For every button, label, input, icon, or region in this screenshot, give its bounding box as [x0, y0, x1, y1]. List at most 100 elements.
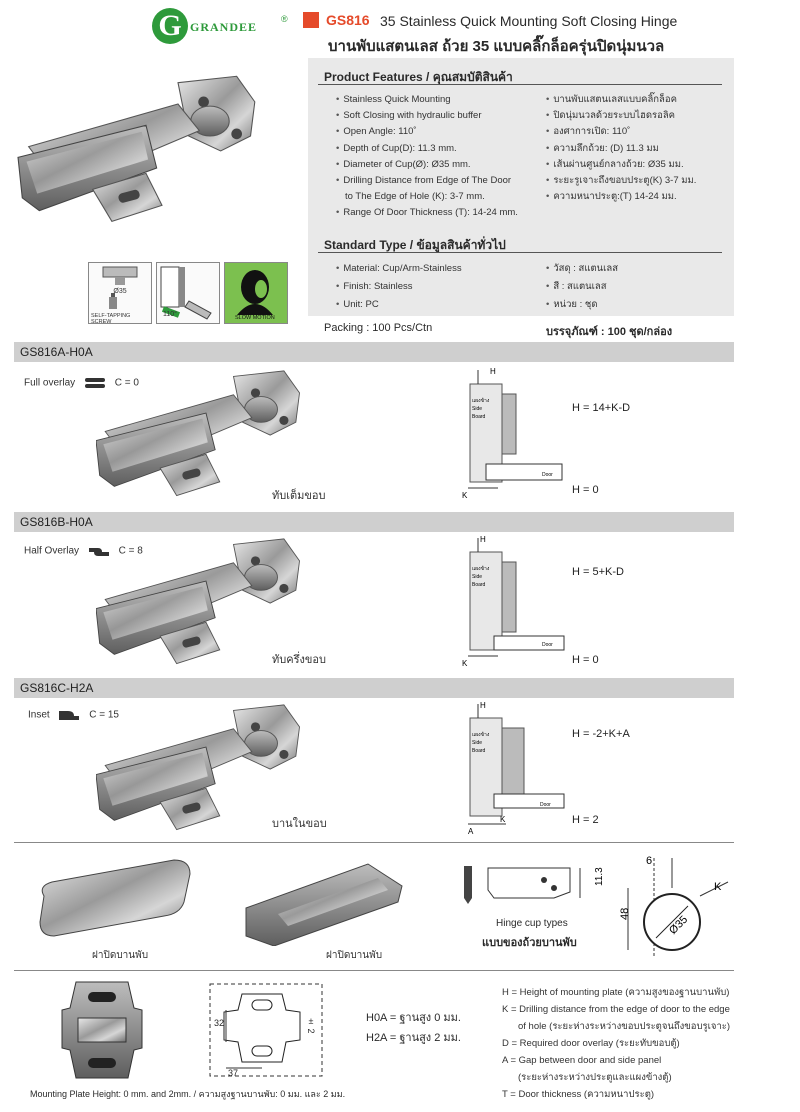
dim-k: K: [714, 881, 722, 893]
svg-text:Board: Board: [472, 748, 486, 754]
plate-dim-32: 32: [214, 1018, 225, 1028]
variant-a-hinge-photo: [96, 370, 300, 497]
feature-item: •Soft Closing with hydraulic buffer: [336, 110, 482, 122]
product-title-th: บานพับแสตนเลส ถ้วย 35 แบบคลิ๊กล็อครุ่นปิ…: [328, 38, 665, 55]
variant-b-formula: H = 5+K-D: [572, 566, 624, 578]
specification-panel: [308, 58, 734, 316]
feature-item-th: •ความหนาประตู:(T) 14-24 มม.: [546, 191, 677, 203]
variant-a-height: H = 0: [572, 484, 599, 496]
feature-item-th: •ปิดนุ่มนวลด้วยระบบไฮดรอลิค: [546, 110, 676, 122]
variant-c-install-diagram: H K A แผงข้าง Side Board Door: [468, 701, 565, 836]
feature-item: •Open Angle: 110˚: [336, 126, 417, 138]
hinge-main-photo: [17, 75, 256, 222]
cover-hinge-photo: [245, 863, 403, 946]
svg-text:Door: Door: [542, 642, 553, 648]
variant-a-formula: H = 14+K-D: [572, 402, 631, 414]
svg-text:H: H: [480, 535, 486, 544]
legend-item: (ระยะห่างระหว่างประตูและแผงข้างตู้): [518, 1072, 672, 1083]
features-title: Product Features / คุณสมบัติสินค้า: [324, 70, 513, 84]
mounting-plate-photo: [61, 981, 143, 1079]
svg-text:Board: Board: [472, 582, 486, 588]
model-number: GS816: [326, 12, 370, 28]
cup-screw-icon: Ø35 SELF-TAPPING SCREW: [88, 262, 152, 325]
cup-dim-label: Ø35: [113, 288, 126, 295]
feature-item-th: •ความลึกถ้วย: (D) 11.3 มม: [546, 142, 659, 154]
brand-logo-mark: G: [152, 8, 188, 44]
feature-item: •Depth of Cup(D): 11.3 mm.: [336, 142, 457, 154]
svg-text:Side: Side: [472, 740, 482, 746]
soft-close-icon: SLOW MOTION: [224, 262, 288, 324]
standard-th-list: •วัสดุ : สแตนเลส •สี : สแตนเลส •หน่วย : …: [546, 260, 618, 314]
variant-a-band: GS816A-H0A: [14, 342, 734, 362]
plate-h2a: H2A = ฐานสูง 2 มม.: [366, 1032, 461, 1044]
variant-a-code: GS816A-H0A: [20, 345, 93, 359]
svg-text:K: K: [462, 659, 468, 668]
standard-en-list: •Material: Cup/Arm-Stainless •Finish: St…: [336, 260, 462, 314]
legend-item: D = Required door overlay (ระยะทับขอบตู้…: [502, 1038, 680, 1049]
plate-dim-2: ± 2: [306, 1016, 316, 1034]
dim-6: 6: [646, 855, 652, 867]
svg-text:Side: Side: [472, 406, 482, 412]
variant-b-code: GS816B-H0A: [20, 515, 93, 529]
cup-types-th: แบบของถ้วยบานพับ: [482, 937, 577, 949]
feature-item: •Range Of Door Thickness (T): 14-24 mm.: [336, 207, 518, 219]
svg-text:Side: Side: [472, 574, 482, 580]
variant-c-code: GS816C-H2A: [20, 681, 94, 695]
angle-label: 110°: [163, 311, 177, 318]
full-overlay-icon: [84, 378, 105, 388]
cover-hinge-caption: ฝาปิดบานพับ: [326, 950, 383, 961]
diagram-h-label: H: [490, 367, 496, 376]
feature-item-th: •องศาการเปิด: 110˚: [546, 126, 631, 138]
feature-item-th: •เส้นผ่านศูนย์กลางถ้วย: Ø35 มม.: [546, 158, 684, 170]
plate-height-caption: Mounting Plate Height: 0 mm. and 2mm. / …: [30, 1089, 346, 1099]
feature-item: •Diameter of Cup(Ø): Ø35 mm.: [336, 158, 471, 170]
svg-text:K: K: [500, 815, 506, 824]
legend-item: T = Door thickness (ความหนาประตู): [502, 1089, 655, 1100]
packing-en: Packing : 100 Pcs/Ctn: [324, 322, 433, 334]
variant-a-caption: ทับเต็มขอบ: [272, 490, 326, 502]
standard-item-th: •หน่วย : ชุด: [546, 299, 598, 310]
plate-h0a: H0A = ฐานสูง 0 มม.: [366, 1012, 461, 1024]
feature-item-th: •ระยะรูเจาะถึงขอบประตู(K) 3-7 มม.: [546, 175, 697, 187]
brand-logo-word: GRANDEE: [190, 20, 258, 34]
plate-divider: [14, 970, 734, 971]
feature-item-th: •บานพับแสตนเลสแบบคลิ๊กล็อค: [546, 94, 677, 105]
mounting-plate-drawing: [209, 983, 323, 1077]
features-divider: [318, 84, 722, 85]
feature-item: •Stainless Quick Mounting: [336, 94, 451, 105]
variant-c-band: GS816C-H2A: [14, 678, 734, 698]
dimension-legend: H = Height of mounting plate (ความสูงของ…: [502, 984, 730, 1103]
svg-text:แผงข้าง: แผงข้าง: [472, 397, 490, 404]
variant-a-overlay-label: Full overlay C = 0: [24, 377, 139, 389]
svg-text:H: H: [480, 701, 486, 710]
standard-item-th: •วัสดุ : สแตนเลส: [546, 263, 619, 274]
legend-item: H = Height of mounting plate (ความสูงของ…: [502, 987, 730, 998]
variant-b-install-diagram: H K แผงข้าง Side Board Door: [462, 535, 565, 668]
screw-label: SELF-TAPPING SCREW: [91, 313, 131, 325]
cover-cap-photo: [39, 859, 191, 937]
cover-cap-caption: ฝาปิดบานพับ: [92, 950, 149, 961]
cup-depth-dim: 11.3: [594, 867, 605, 886]
svg-text:Board: Board: [472, 414, 486, 420]
variant-c-overlay-label: Inset C = 15: [28, 709, 119, 721]
angle-icon: 110°: [156, 262, 220, 324]
legend-item: of hole (ระยะห่างระหว่างขอบประตูจนถึงขอบ…: [518, 1021, 731, 1032]
features-th-list: •บานพับแสตนเลสแบบคลิ๊กล็อค •ปิดนุ่มนวลด้…: [546, 92, 696, 205]
diagram-a-label: A: [468, 827, 474, 836]
accessories-divider: [14, 842, 734, 843]
standard-item: •Finish: Stainless: [336, 281, 413, 292]
variant-b-height: H = 0: [572, 654, 599, 666]
half-overlay-icon: [88, 548, 109, 556]
legend-item: A = Gap between door and side panel: [502, 1055, 662, 1066]
variant-c-caption: บานในขอบ: [272, 818, 327, 830]
standard-title: Standard Type / ข้อมูลสินค้าทั่วไป: [324, 238, 506, 252]
soft-close-label: SLOW MOTION: [235, 315, 275, 321]
product-title-en: 35 Stainless Quick Mounting Soft Closing…: [380, 13, 678, 29]
plate-dim-37: 37: [228, 1068, 239, 1078]
variant-c-formula: H = -2+K+A: [572, 728, 630, 740]
inset-icon: [59, 711, 80, 720]
legend-item: K = Drilling distance from the edge of d…: [502, 1004, 730, 1015]
dim-48: 48: [619, 908, 631, 920]
model-marker-icon: [303, 12, 319, 28]
svg-text:แผงข้าง: แผงข้าง: [472, 731, 490, 738]
